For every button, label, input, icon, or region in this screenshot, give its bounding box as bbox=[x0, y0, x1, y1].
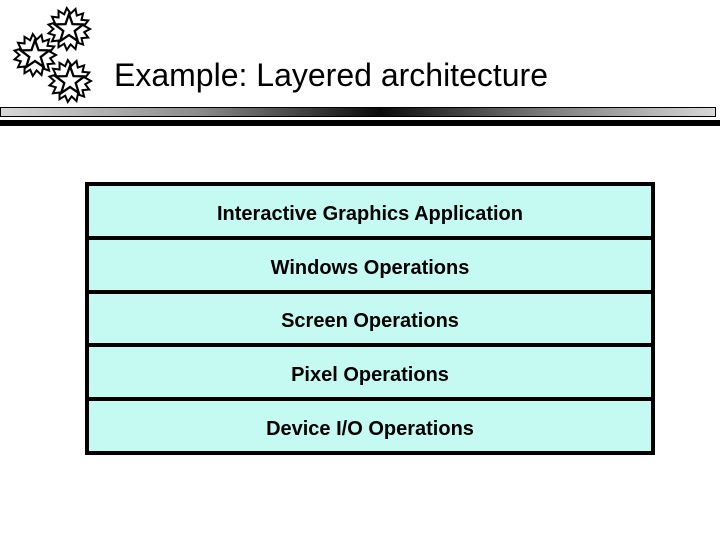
layer-device-io-operations: Device I/O Operations bbox=[89, 397, 651, 451]
title-underline-gradient-bar bbox=[0, 107, 716, 117]
title-underline-black-bar bbox=[0, 120, 720, 126]
layered-architecture-stack: Interactive Graphics Application Windows… bbox=[85, 182, 655, 455]
star-outline-shape bbox=[51, 10, 87, 44]
star-outline-shape bbox=[17, 36, 53, 70]
layer-screen-operations: Screen Operations bbox=[89, 289, 651, 344]
slide-title: Example: Layered architecture bbox=[114, 57, 548, 93]
star-cluster-logo bbox=[12, 6, 94, 104]
layer-windows-operations: Windows Operations bbox=[89, 235, 651, 290]
star-outline-shape bbox=[52, 62, 88, 96]
layer-pixel-operations: Pixel Operations bbox=[89, 343, 651, 398]
layer-interactive-graphics-application: Interactive Graphics Application bbox=[89, 186, 651, 236]
